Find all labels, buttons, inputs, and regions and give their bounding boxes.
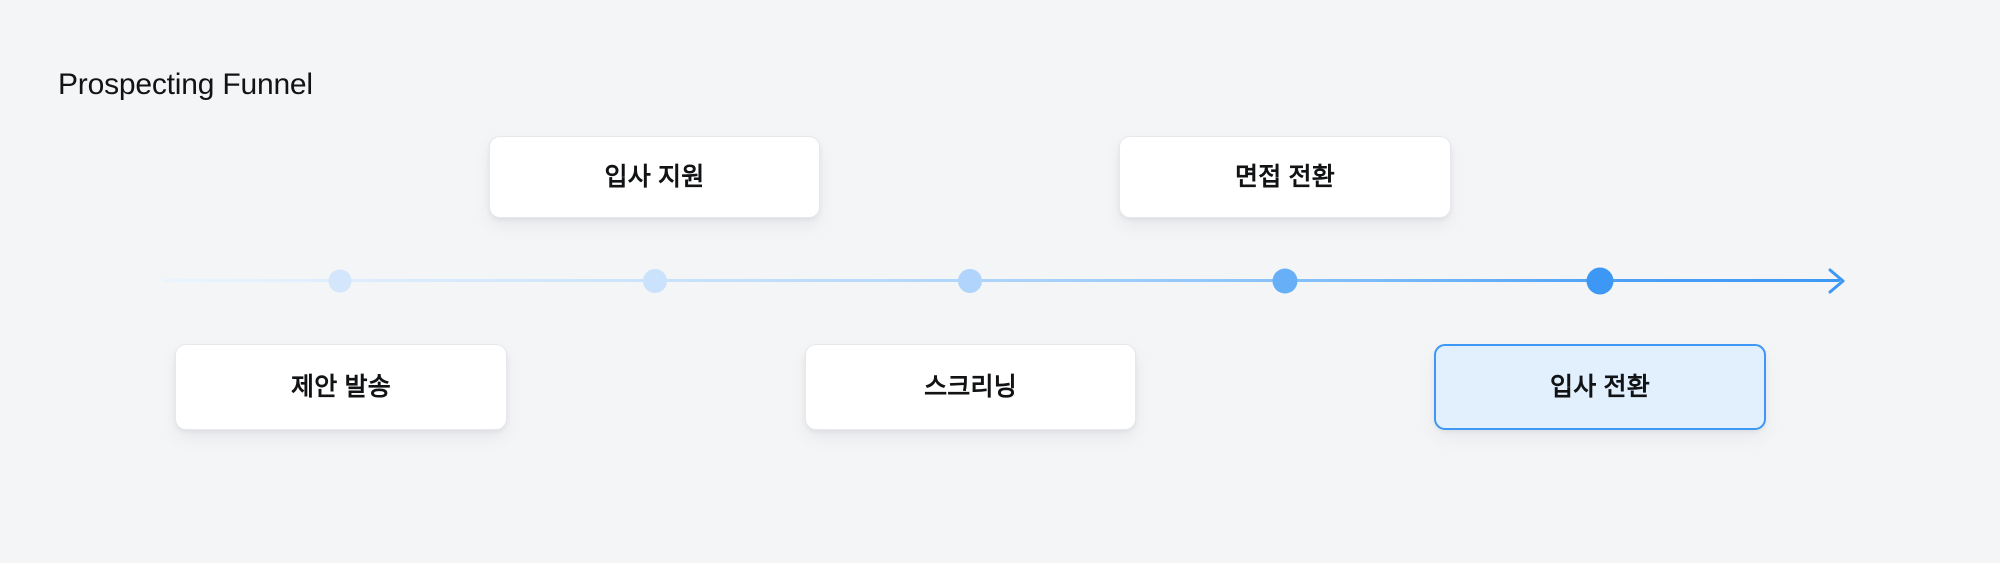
stage-application-label: 입사 지원 <box>604 163 705 191</box>
timeline-node-4[interactable] <box>1272 268 1298 294</box>
stage-screening-card[interactable]: 스크리닝 <box>805 344 1136 430</box>
stage-interview-conversion-card[interactable]: 면접 전환 <box>1119 136 1451 218</box>
stage-application-card[interactable]: 입사 지원 <box>489 136 820 218</box>
stage-proposal-sent-card[interactable]: 제안 발송 <box>175 344 507 430</box>
stage-screening-label: 스크리닝 <box>924 373 1017 401</box>
timeline-node-1[interactable] <box>328 269 352 293</box>
timeline-axis-line <box>163 279 1840 282</box>
stage-hire-conversion-label: 입사 전환 <box>1550 373 1650 401</box>
stage-hire-conversion-card[interactable]: 입사 전환 <box>1434 344 1766 430</box>
stage-interview-conversion-label: 면접 전환 <box>1235 163 1335 191</box>
timeline-node-5[interactable] <box>1586 267 1614 295</box>
page-title: Prospecting Funnel <box>58 68 313 101</box>
stage-proposal-sent-label: 제안 발송 <box>291 373 391 401</box>
timeline-node-2[interactable] <box>643 269 667 293</box>
timeline-node-3[interactable] <box>958 269 982 293</box>
arrow-right-icon <box>1828 268 1845 294</box>
